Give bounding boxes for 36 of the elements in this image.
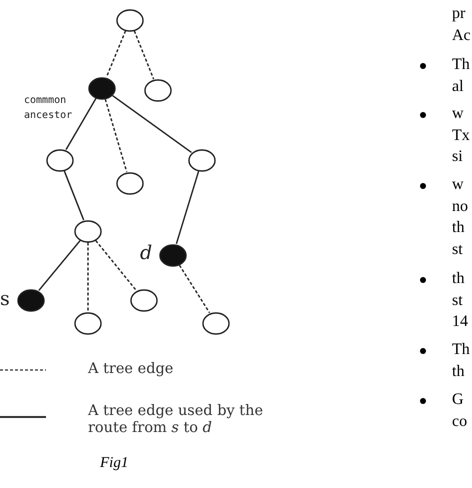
legend-text: A tree edge: [88, 361, 174, 378]
legend-text: A tree edge used by the route from s to d: [88, 403, 264, 437]
figure-caption: Fig1: [100, 455, 128, 472]
text-fragment: G co: [452, 390, 468, 432]
text-fragment: w no th st: [452, 175, 469, 260]
text-fragment: Th al: [452, 55, 470, 96]
filled-tree-node: [17, 288, 45, 312]
route-edge: [38, 240, 81, 291]
dashed-tree-edge: [134, 30, 154, 80]
tree-node: [144, 78, 172, 102]
tree-node: [202, 312, 230, 334]
tree-node: [116, 8, 144, 32]
node-label: s: [0, 288, 10, 310]
filled-tree-node: [159, 244, 187, 266]
dashed-tree-edge: [178, 264, 210, 314]
text-fragment: Th th: [452, 340, 470, 382]
tree-node: [74, 220, 102, 242]
tree-node: [130, 288, 158, 312]
tree-node: [116, 172, 144, 194]
node-label: d: [140, 242, 152, 264]
route-edge: [65, 98, 97, 150]
text-fragment: th st 14: [452, 269, 469, 332]
text-fragment: w Tx si: [452, 104, 470, 167]
route-edge: [176, 170, 200, 244]
dashed-tree-edge: [106, 30, 126, 78]
node-label: commmon ancestor: [24, 94, 74, 123]
text-fragment: pr Ac: [452, 4, 470, 46]
filled-tree-node: [88, 76, 116, 100]
dashed-tree-edge: [87, 242, 89, 312]
route-edge: [112, 95, 192, 153]
dashed-tree-edge: [104, 98, 128, 172]
tree-node: [74, 312, 102, 334]
route-edge: [64, 170, 84, 220]
dashed-tree-edge: [95, 240, 137, 291]
tree-node: [188, 148, 216, 172]
tree-node: [46, 148, 74, 172]
